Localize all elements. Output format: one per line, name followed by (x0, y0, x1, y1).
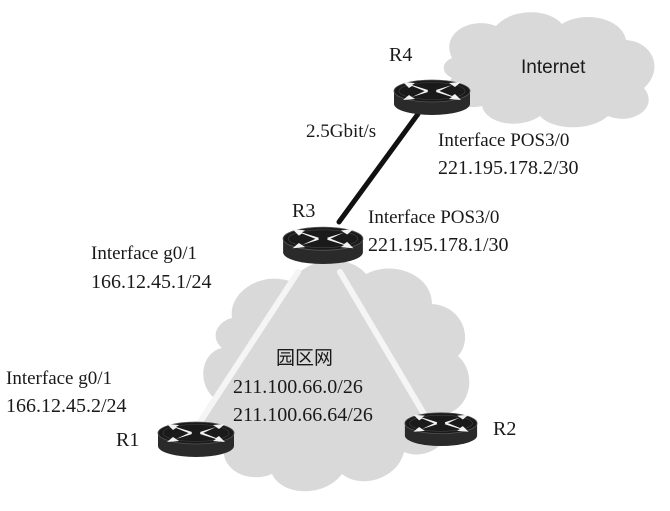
router-r1-name: R1 (116, 429, 139, 451)
router-r3-wan-interface: Interface POS3/0 (368, 207, 499, 228)
router-r3-lan-ip: 166.12.45.1/24 (91, 271, 212, 293)
campus-cloud: 园区网 211.100.66.0/26 211.100.66.64/26 (203, 260, 470, 492)
router-r4-interface: Interface POS3/0 (438, 130, 569, 151)
router-r4[interactable] (393, 79, 471, 116)
router-r3-wan-ip: 221.195.178.1/30 (368, 234, 509, 256)
link-r3-r2 (337, 269, 427, 417)
internet-cloud-label: Internet (521, 57, 586, 78)
router-icon (282, 226, 364, 265)
router-r4-name: R4 (389, 44, 412, 66)
router-r1-interface: Interface g0/1 (6, 368, 112, 389)
router-r2-name: R2 (493, 418, 516, 440)
router-icon (393, 79, 471, 116)
campus-cloud-label: 园区网 (276, 348, 333, 369)
router-r3[interactable] (282, 226, 364, 265)
router-icon (404, 412, 478, 447)
campus-subnet-1: 211.100.66.0/26 (233, 376, 363, 398)
router-r1-ip: 166.12.45.2/24 (6, 395, 127, 417)
router-r1[interactable] (157, 421, 235, 458)
internet-cloud: Internet (443, 12, 655, 128)
router-r3-lan-interface: Interface g0/1 (91, 243, 197, 264)
link-r3-r1 (197, 269, 301, 425)
campus-subnet-2: 211.100.66.64/26 (233, 404, 373, 426)
internet-cloud-shape (443, 12, 655, 128)
router-r3-name: R3 (292, 200, 315, 222)
router-r2[interactable] (404, 412, 478, 447)
router-icon (157, 421, 235, 458)
link-r3-r4 (336, 111, 421, 225)
link-r3-r4-speed: 2.5Gbit/s (306, 121, 376, 142)
router-r4-ip: 221.195.178.2/30 (438, 157, 579, 179)
